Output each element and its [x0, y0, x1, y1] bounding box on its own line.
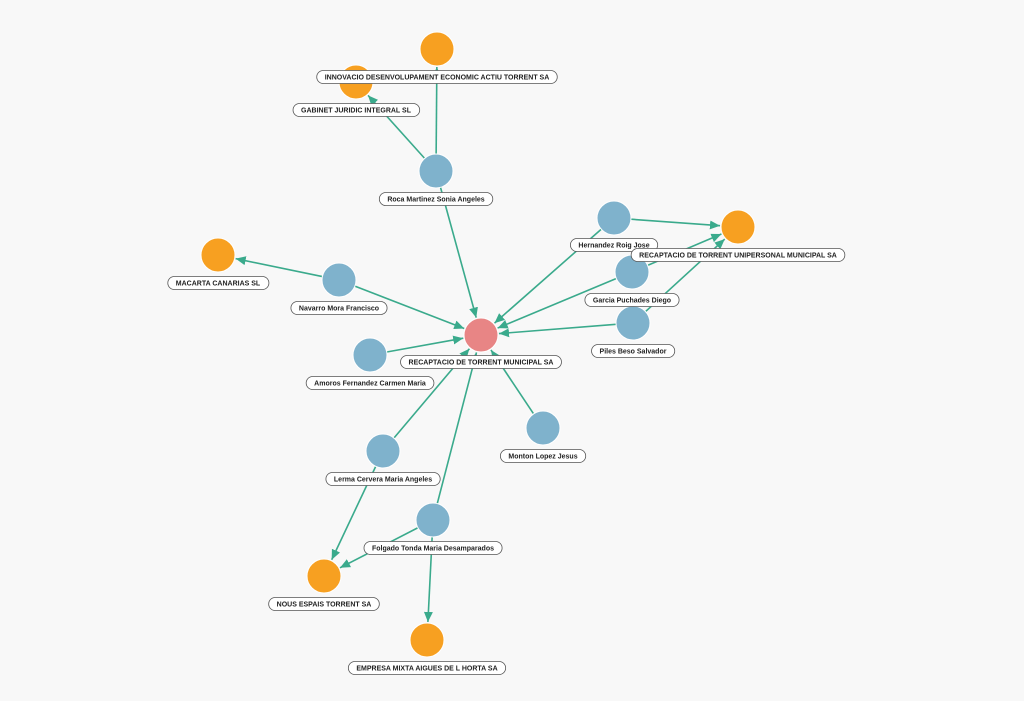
node-label-monton: Monton Lopez Jesus — [499, 449, 587, 463]
node-label-text: NOUS ESPAIS TORRENT SA — [277, 602, 372, 609]
node-label-text: Lerma Cervera Maria Angeles — [334, 477, 432, 484]
label-box — [290, 301, 388, 315]
label-box — [305, 376, 435, 390]
label-box — [325, 472, 441, 486]
label-box — [292, 103, 421, 117]
label-box — [347, 661, 507, 675]
labels-layer: RECAPTACIO DE TORRENT MUNICIPAL SA INNOVA… — [167, 70, 846, 675]
edge-hernandez-to-recaptacio_unip — [630, 218, 721, 230]
node-label-recaptacio_unip: RECAPTACIO DE TORRENT UNIPERSONAL MUNICI… — [630, 248, 846, 262]
label-box — [400, 355, 562, 369]
label-box — [591, 344, 676, 358]
node-label-recaptacio_sa: RECAPTACIO DE TORRENT MUNICIPAL SA — [400, 355, 562, 369]
label-box — [584, 293, 680, 307]
node-label-text: MACARTA CANARIAS SL — [176, 281, 261, 288]
label-box — [316, 70, 558, 84]
edge-amoros-to-recaptacio_sa — [386, 335, 464, 353]
edge-folgado-to-recaptacio_sa — [436, 352, 479, 504]
node-label-text: Monton Lopez Jesus — [508, 454, 577, 461]
node-label-innova: INNOVACIO DESENVOLUPAMENT ECONOMIC ACTIU… — [316, 70, 558, 84]
node-label-garcia: Garcia Puchades Diego — [584, 293, 680, 307]
node-hernandez[interactable] — [596, 200, 632, 236]
node-label-text: Piles Beso Salvador — [600, 349, 667, 356]
label-box — [378, 192, 494, 206]
node-label-macarta: MACARTA CANARIAS SL — [167, 276, 270, 290]
node-innova[interactable] — [419, 31, 455, 67]
node-label-text: Amoros Fernandez Carmen Maria — [314, 381, 426, 388]
node-label-hernandez: Hernandez Roig Jose — [570, 238, 659, 252]
label-box — [630, 248, 846, 262]
edge-garcia-to-recaptacio_sa — [497, 277, 617, 329]
node-roca[interactable] — [418, 153, 454, 189]
node-label-text: Folgado Tonda Maria Desamparados — [372, 546, 494, 553]
node-label-amoros: Amoros Fernandez Carmen Maria — [305, 376, 435, 390]
node-piles[interactable] — [615, 305, 651, 341]
node-label-text: INNOVACIO DESENVOLUPAMENT ECONOMIC ACTIU… — [325, 75, 550, 82]
node-empresa[interactable] — [409, 622, 445, 658]
node-label-roca: Roca Martinez Sonia Angeles — [378, 192, 494, 206]
node-label-text: RECAPTACIO DE TORRENT UNIPERSONAL MUNICI… — [639, 253, 837, 260]
node-label-folgado: Folgado Tonda Maria Desamparados — [363, 541, 503, 555]
node-label-text: Roca Martinez Sonia Angeles — [387, 197, 484, 204]
nodes-layer — [200, 31, 756, 658]
label-box — [570, 238, 659, 252]
node-macarta[interactable] — [200, 237, 236, 273]
edge-roca-to-recaptacio_sa — [439, 187, 478, 318]
node-nous[interactable] — [306, 558, 342, 594]
node-monton[interactable] — [525, 410, 561, 446]
node-label-text: GABINET JURIDIC INTEGRAL SL — [301, 108, 412, 115]
node-label-text: RECAPTACIO DE TORRENT MUNICIPAL SA — [409, 360, 554, 367]
edge-piles-to-recaptacio_sa — [498, 323, 617, 338]
label-box — [363, 541, 503, 555]
node-label-piles: Piles Beso Salvador — [591, 344, 676, 358]
edge-navarro-to-recaptacio_sa — [354, 285, 465, 330]
node-label-navarro: Navarro Mora Francisco — [290, 301, 388, 315]
label-box — [499, 449, 587, 463]
node-folgado[interactable] — [415, 502, 451, 538]
node-label-text: Navarro Mora Francisco — [299, 306, 379, 313]
node-label-text: EMPRESA MIXTA AIGUES DE L HORTA SA — [356, 666, 497, 673]
node-navarro[interactable] — [321, 262, 357, 298]
node-label-empresa: EMPRESA MIXTA AIGUES DE L HORTA SA — [347, 661, 507, 675]
label-box — [268, 597, 380, 611]
label-box — [167, 276, 270, 290]
node-recaptacio_sa[interactable] — [463, 317, 499, 353]
edge-navarro-to-macarta — [235, 256, 323, 278]
node-lerma[interactable] — [365, 433, 401, 469]
node-label-gabinet: GABINET JURIDIC INTEGRAL SL — [292, 103, 421, 117]
node-label-text: Hernandez Roig Jose — [578, 243, 649, 250]
node-label-text: Garcia Puchades Diego — [593, 298, 671, 305]
node-amoros[interactable] — [352, 337, 388, 373]
node-label-nous: NOUS ESPAIS TORRENT SA — [268, 597, 380, 611]
node-recaptacio_unip[interactable] — [720, 209, 756, 245]
node-label-lerma: Lerma Cervera Maria Angeles — [325, 472, 441, 486]
